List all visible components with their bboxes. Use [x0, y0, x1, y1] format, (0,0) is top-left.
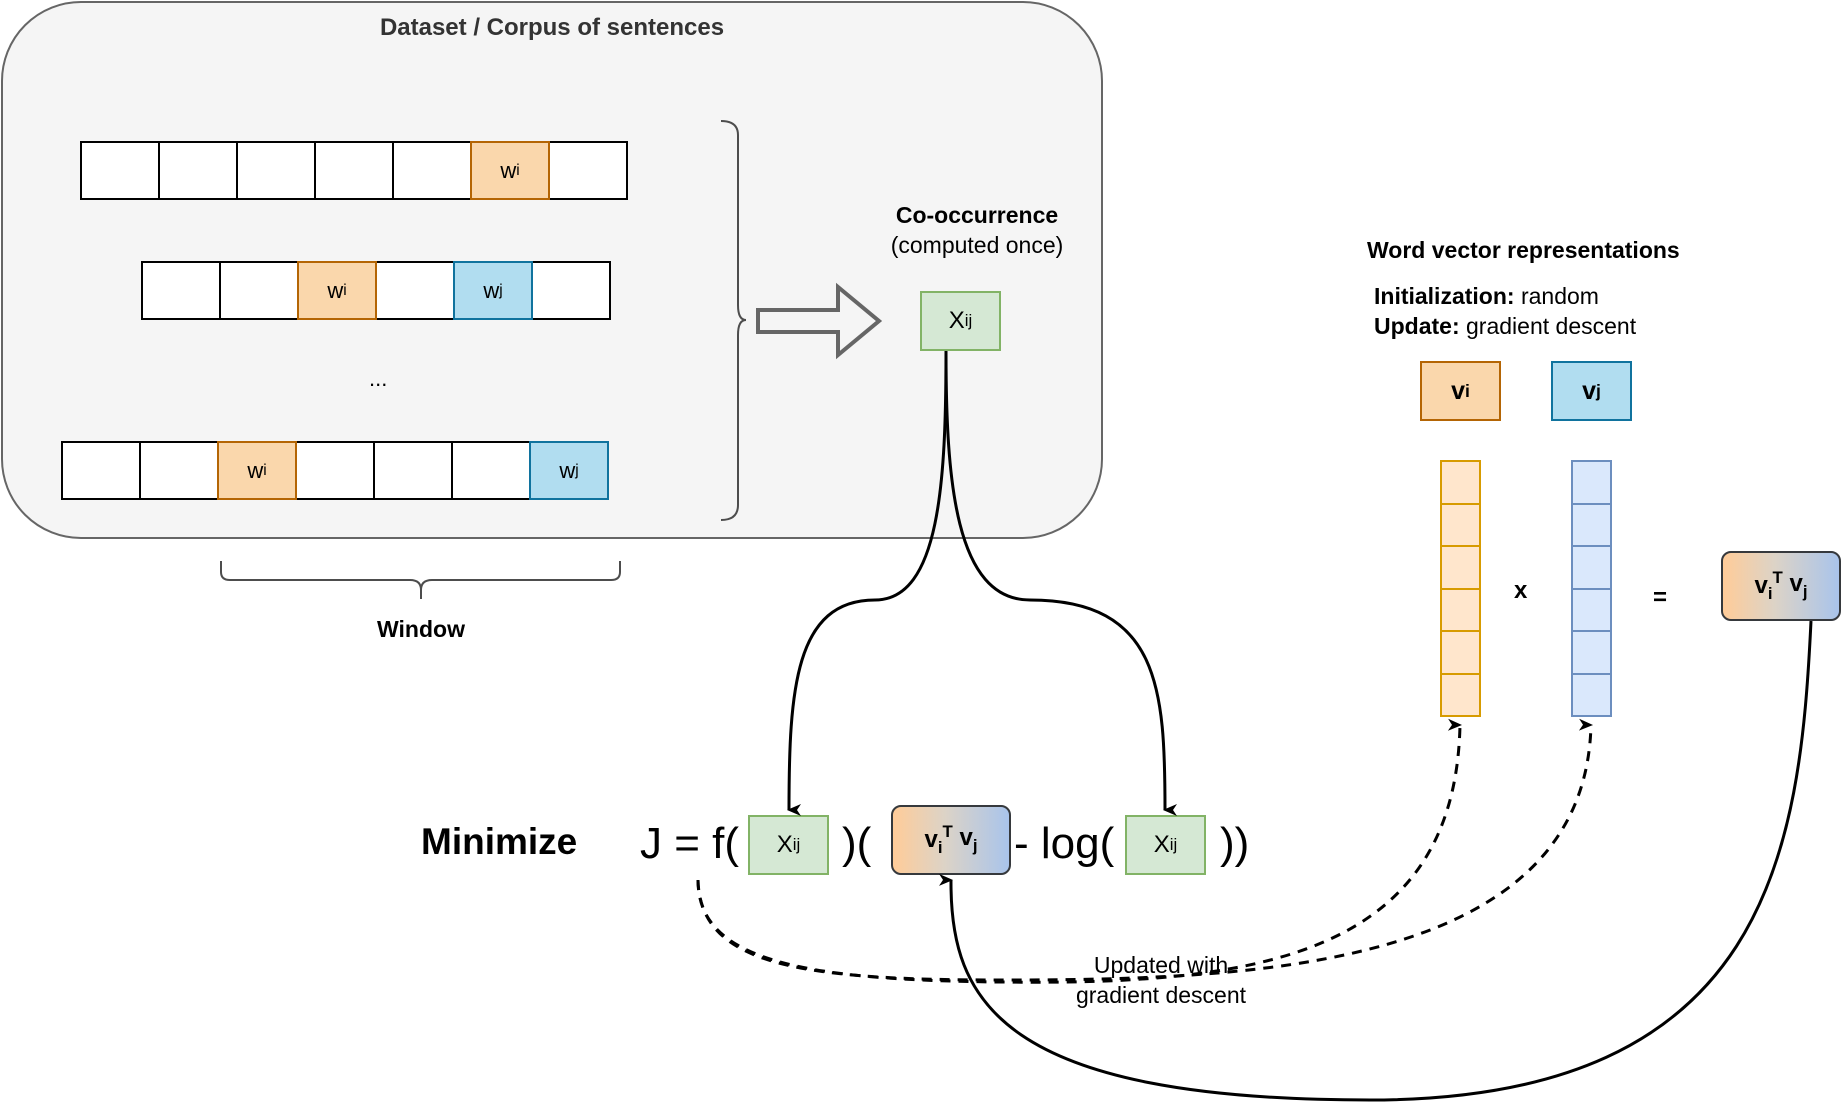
x-symbol: X	[1153, 831, 1170, 858]
multiply-sign: x	[1514, 577, 1528, 604]
word-token	[531, 261, 611, 320]
vector-component	[1571, 460, 1612, 505]
update-label: Update:	[1374, 313, 1460, 339]
vector-component	[1440, 672, 1481, 717]
word-token	[314, 141, 394, 200]
word-token	[139, 441, 219, 500]
word-token	[61, 441, 141, 500]
vi-symbol: viT	[1754, 568, 1783, 603]
vector-component	[1440, 587, 1481, 632]
word-vectors-title: Word vector representations	[1367, 237, 1680, 263]
word-token	[373, 441, 453, 500]
initialization-line: Initialization: random	[1374, 283, 1599, 310]
formula-lhs: J = f(	[640, 819, 740, 868]
minimize-label: Minimize	[421, 821, 578, 862]
vector-component	[1440, 460, 1481, 505]
vector-vj	[1571, 460, 1612, 717]
formula-mid: )(	[842, 819, 872, 868]
vector-component	[1571, 545, 1612, 590]
word-token	[375, 261, 455, 320]
vector-component	[1571, 502, 1612, 547]
word-token	[219, 261, 299, 320]
vector-vi	[1440, 460, 1481, 717]
vj-symbol: vj	[959, 824, 978, 855]
vj-symbol: vj	[1789, 570, 1808, 601]
vector-component	[1440, 630, 1481, 675]
x-subscript: ij	[964, 311, 973, 330]
x-subscript: ij	[1169, 835, 1178, 854]
update-annotation: Updated with gradient descent	[1041, 950, 1281, 1010]
word-token	[80, 141, 160, 200]
ellipsis: ...	[369, 366, 388, 391]
update-line: Update: gradient descent	[1374, 313, 1636, 340]
word-token	[392, 141, 472, 200]
cooccurrence-title: Co-occurrence	[895, 202, 1059, 228]
x-subscript: ij	[792, 835, 801, 854]
update-annotation-line2: gradient descent	[1075, 982, 1247, 1008]
update-value: gradient descent	[1459, 313, 1637, 339]
cooccurrence-subtitle: (computed once)	[890, 232, 1064, 258]
x-symbol: X	[776, 831, 793, 858]
init-value: random	[1514, 283, 1599, 309]
vi-symbol: viT	[924, 822, 953, 857]
vector-component	[1571, 587, 1612, 632]
corpus-title: Dataset / Corpus of sentences	[379, 14, 725, 41]
equals-sign: =	[1653, 584, 1668, 611]
formula-minus-log: - log(	[1014, 819, 1115, 868]
vector-component	[1571, 630, 1612, 675]
x-symbol: X	[948, 307, 965, 334]
word-token	[158, 141, 238, 200]
window-label: Window	[377, 616, 465, 642]
word-token	[295, 441, 375, 500]
dot-product-result: viT vj	[1721, 551, 1841, 621]
word-token	[451, 441, 531, 500]
word-token	[236, 141, 316, 200]
window-brace	[220, 561, 621, 599]
init-label: Initialization:	[1374, 283, 1515, 309]
update-annotation-line1: Updated with	[1093, 952, 1229, 978]
formula-dot-product: viT vj	[891, 805, 1011, 875]
word-token	[141, 261, 221, 320]
formula-close: ))	[1220, 819, 1250, 868]
word-token	[548, 141, 628, 200]
vector-component	[1571, 672, 1612, 717]
vector-component	[1440, 502, 1481, 547]
vector-component	[1440, 545, 1481, 590]
